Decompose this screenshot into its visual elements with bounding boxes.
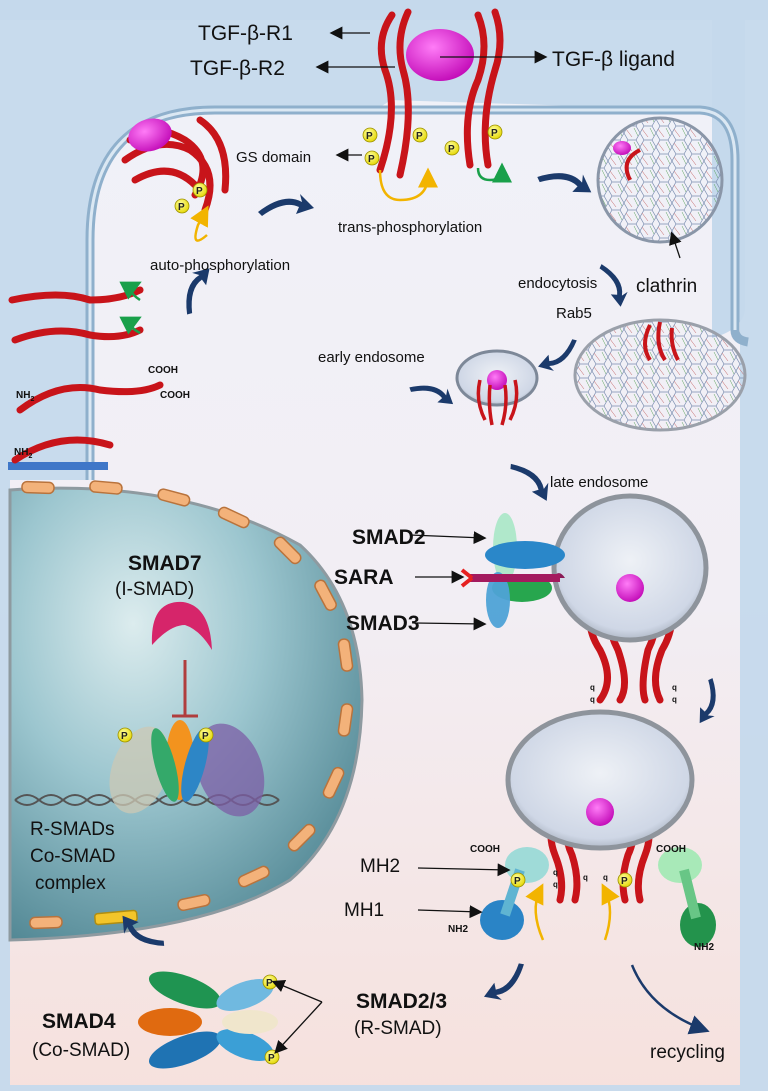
flow-arrows xyxy=(114,160,727,1035)
phospho-sites xyxy=(117,124,633,1065)
svg-text:q: q xyxy=(672,695,677,704)
label-smad7: SMAD7 xyxy=(128,552,202,575)
label-early-endosome: early endosome xyxy=(318,349,425,366)
label-gs-domain: GS domain xyxy=(236,149,311,166)
svg-text:P: P xyxy=(416,131,423,142)
svg-text:q: q xyxy=(553,880,558,889)
svg-text:P: P xyxy=(514,876,521,887)
label-sara: SARA xyxy=(334,566,394,589)
label-co-smad: (Co-SMAD) xyxy=(32,1040,130,1061)
svg-text:q: q xyxy=(603,873,608,882)
label-complex-2: Co-SMAD xyxy=(30,846,116,867)
svg-text:P: P xyxy=(121,731,128,742)
svg-text:P: P xyxy=(491,128,498,139)
rsmad-cosmad-complex xyxy=(109,720,265,817)
label-smad2: SMAD2 xyxy=(352,526,426,549)
label-cooh-4: COOH xyxy=(656,844,686,855)
svg-text:P: P xyxy=(366,131,373,142)
label-cooh-3: COOH xyxy=(470,844,500,855)
svg-text:q: q xyxy=(583,873,588,882)
early-endosome xyxy=(455,349,539,426)
svg-text:q: q xyxy=(553,868,558,877)
label-tgf-ligand: TGF-β ligand xyxy=(552,48,675,71)
label-tgf-r1: TGF-β-R1 xyxy=(198,22,293,45)
svg-text:q: q xyxy=(672,683,677,692)
svg-text:q: q xyxy=(590,683,595,692)
label-smad23: SMAD2/3 xyxy=(356,990,447,1013)
tgf-beta-ligand xyxy=(406,29,474,81)
svg-text:P: P xyxy=(196,186,203,197)
membrane-bar xyxy=(8,462,108,470)
label-late-endosome: late endosome xyxy=(550,474,648,491)
label-recycling: recycling xyxy=(650,1042,725,1063)
svg-text:P: P xyxy=(621,876,628,887)
label-rab5: Rab5 xyxy=(556,305,592,322)
label-clathrin: clathrin xyxy=(636,276,697,297)
svg-text:P: P xyxy=(268,1053,275,1064)
label-mh2: MH2 xyxy=(360,856,400,877)
svg-text:P: P xyxy=(266,978,273,989)
q-marks: q q q q q q q q xyxy=(553,683,677,889)
svg-text:P: P xyxy=(178,202,185,213)
phospho-labels: P P P P P P P P P P P P P xyxy=(121,128,628,1064)
label-nh2-1: NH2 xyxy=(16,390,34,403)
label-cooh-1: COOH xyxy=(148,365,178,376)
diagram-labels: TGF-β-R1 TGF-β-R2 TGF-β ligand GS domain… xyxy=(14,22,725,1063)
clathrin-vesicle xyxy=(573,318,747,432)
smad2-sara-smad3-complex xyxy=(460,513,565,628)
phosphorylation-arrows xyxy=(119,162,620,941)
label-nh2-2: NH2 xyxy=(14,447,32,460)
label-smad3: SMAD3 xyxy=(346,612,420,635)
ligand-auto xyxy=(128,118,172,152)
label-endocytosis: endocytosis xyxy=(518,275,597,292)
label-nh2-4: NH2 xyxy=(694,942,714,953)
nuclear-pores xyxy=(21,480,354,930)
label-trans-phos: trans-phosphorylation xyxy=(338,219,482,236)
label-smad4: SMAD4 xyxy=(42,1010,116,1033)
arrow-recycling xyxy=(630,964,710,1035)
mh-domain-smads xyxy=(480,847,716,947)
plasma-membrane-highlight xyxy=(88,108,737,480)
label-tgf-r2: TGF-β-R2 xyxy=(190,57,285,80)
svg-text:q: q xyxy=(590,695,595,704)
label-auto-phos: auto-phosphorylation xyxy=(150,257,290,274)
pointer-arrows xyxy=(271,26,682,1054)
label-i-smad: (I-SMAD) xyxy=(115,579,194,600)
late-endosome xyxy=(551,493,709,643)
svg-text:P: P xyxy=(368,154,375,165)
label-mh1: MH1 xyxy=(344,900,384,921)
svg-text:P: P xyxy=(202,731,209,742)
label-nh2-3: NH2 xyxy=(448,924,468,935)
smad-cluster xyxy=(138,971,278,1069)
clathrin-coated-pit xyxy=(596,116,724,244)
label-complex-3: complex xyxy=(35,873,106,894)
recycling-endosome xyxy=(505,709,695,851)
label-cooh-2: COOH xyxy=(160,390,190,401)
smad7-protein xyxy=(151,601,212,650)
label-r-smad: (R-SMAD) xyxy=(354,1018,442,1039)
svg-text:P: P xyxy=(448,144,455,155)
label-complex-1: R-SMADs xyxy=(30,819,114,840)
